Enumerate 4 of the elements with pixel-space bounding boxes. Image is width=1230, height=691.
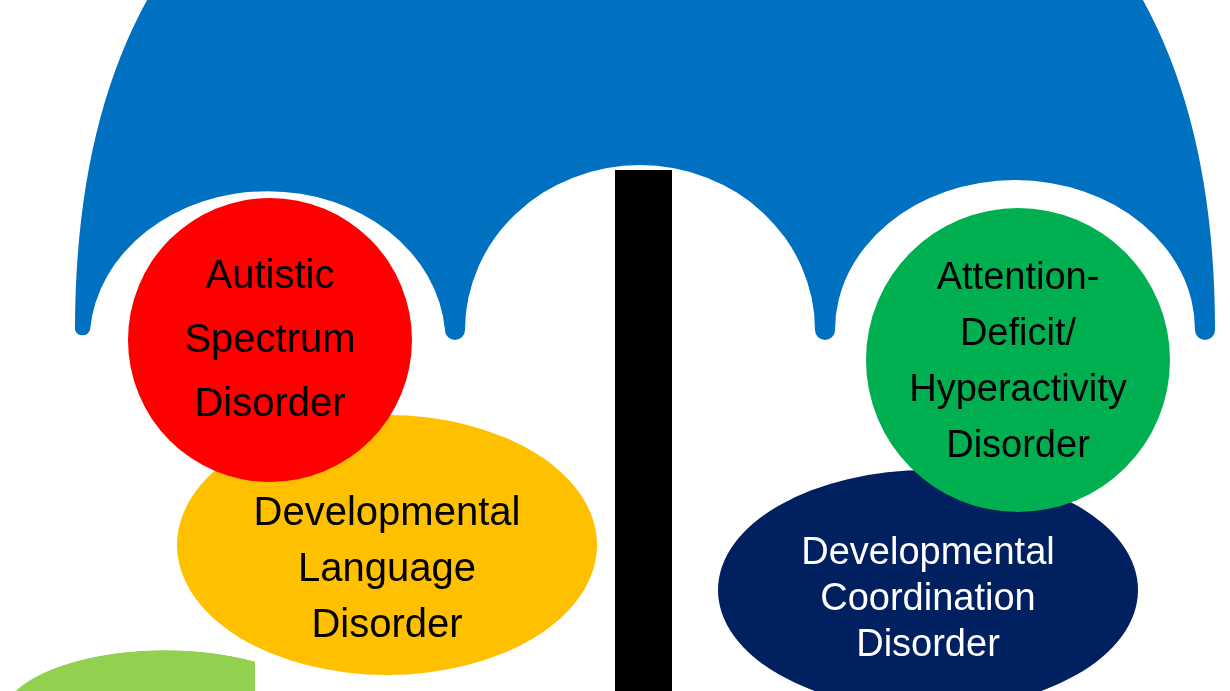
node-label: Attention-Deficit/ Hyperactivity Disorder xyxy=(908,254,1128,467)
node-label: Developmental Coordination Disorder xyxy=(800,529,1056,666)
node-label: Developmental Language Disorder xyxy=(252,488,522,647)
node-label: Autistic Spectrum Disorder xyxy=(183,251,357,426)
